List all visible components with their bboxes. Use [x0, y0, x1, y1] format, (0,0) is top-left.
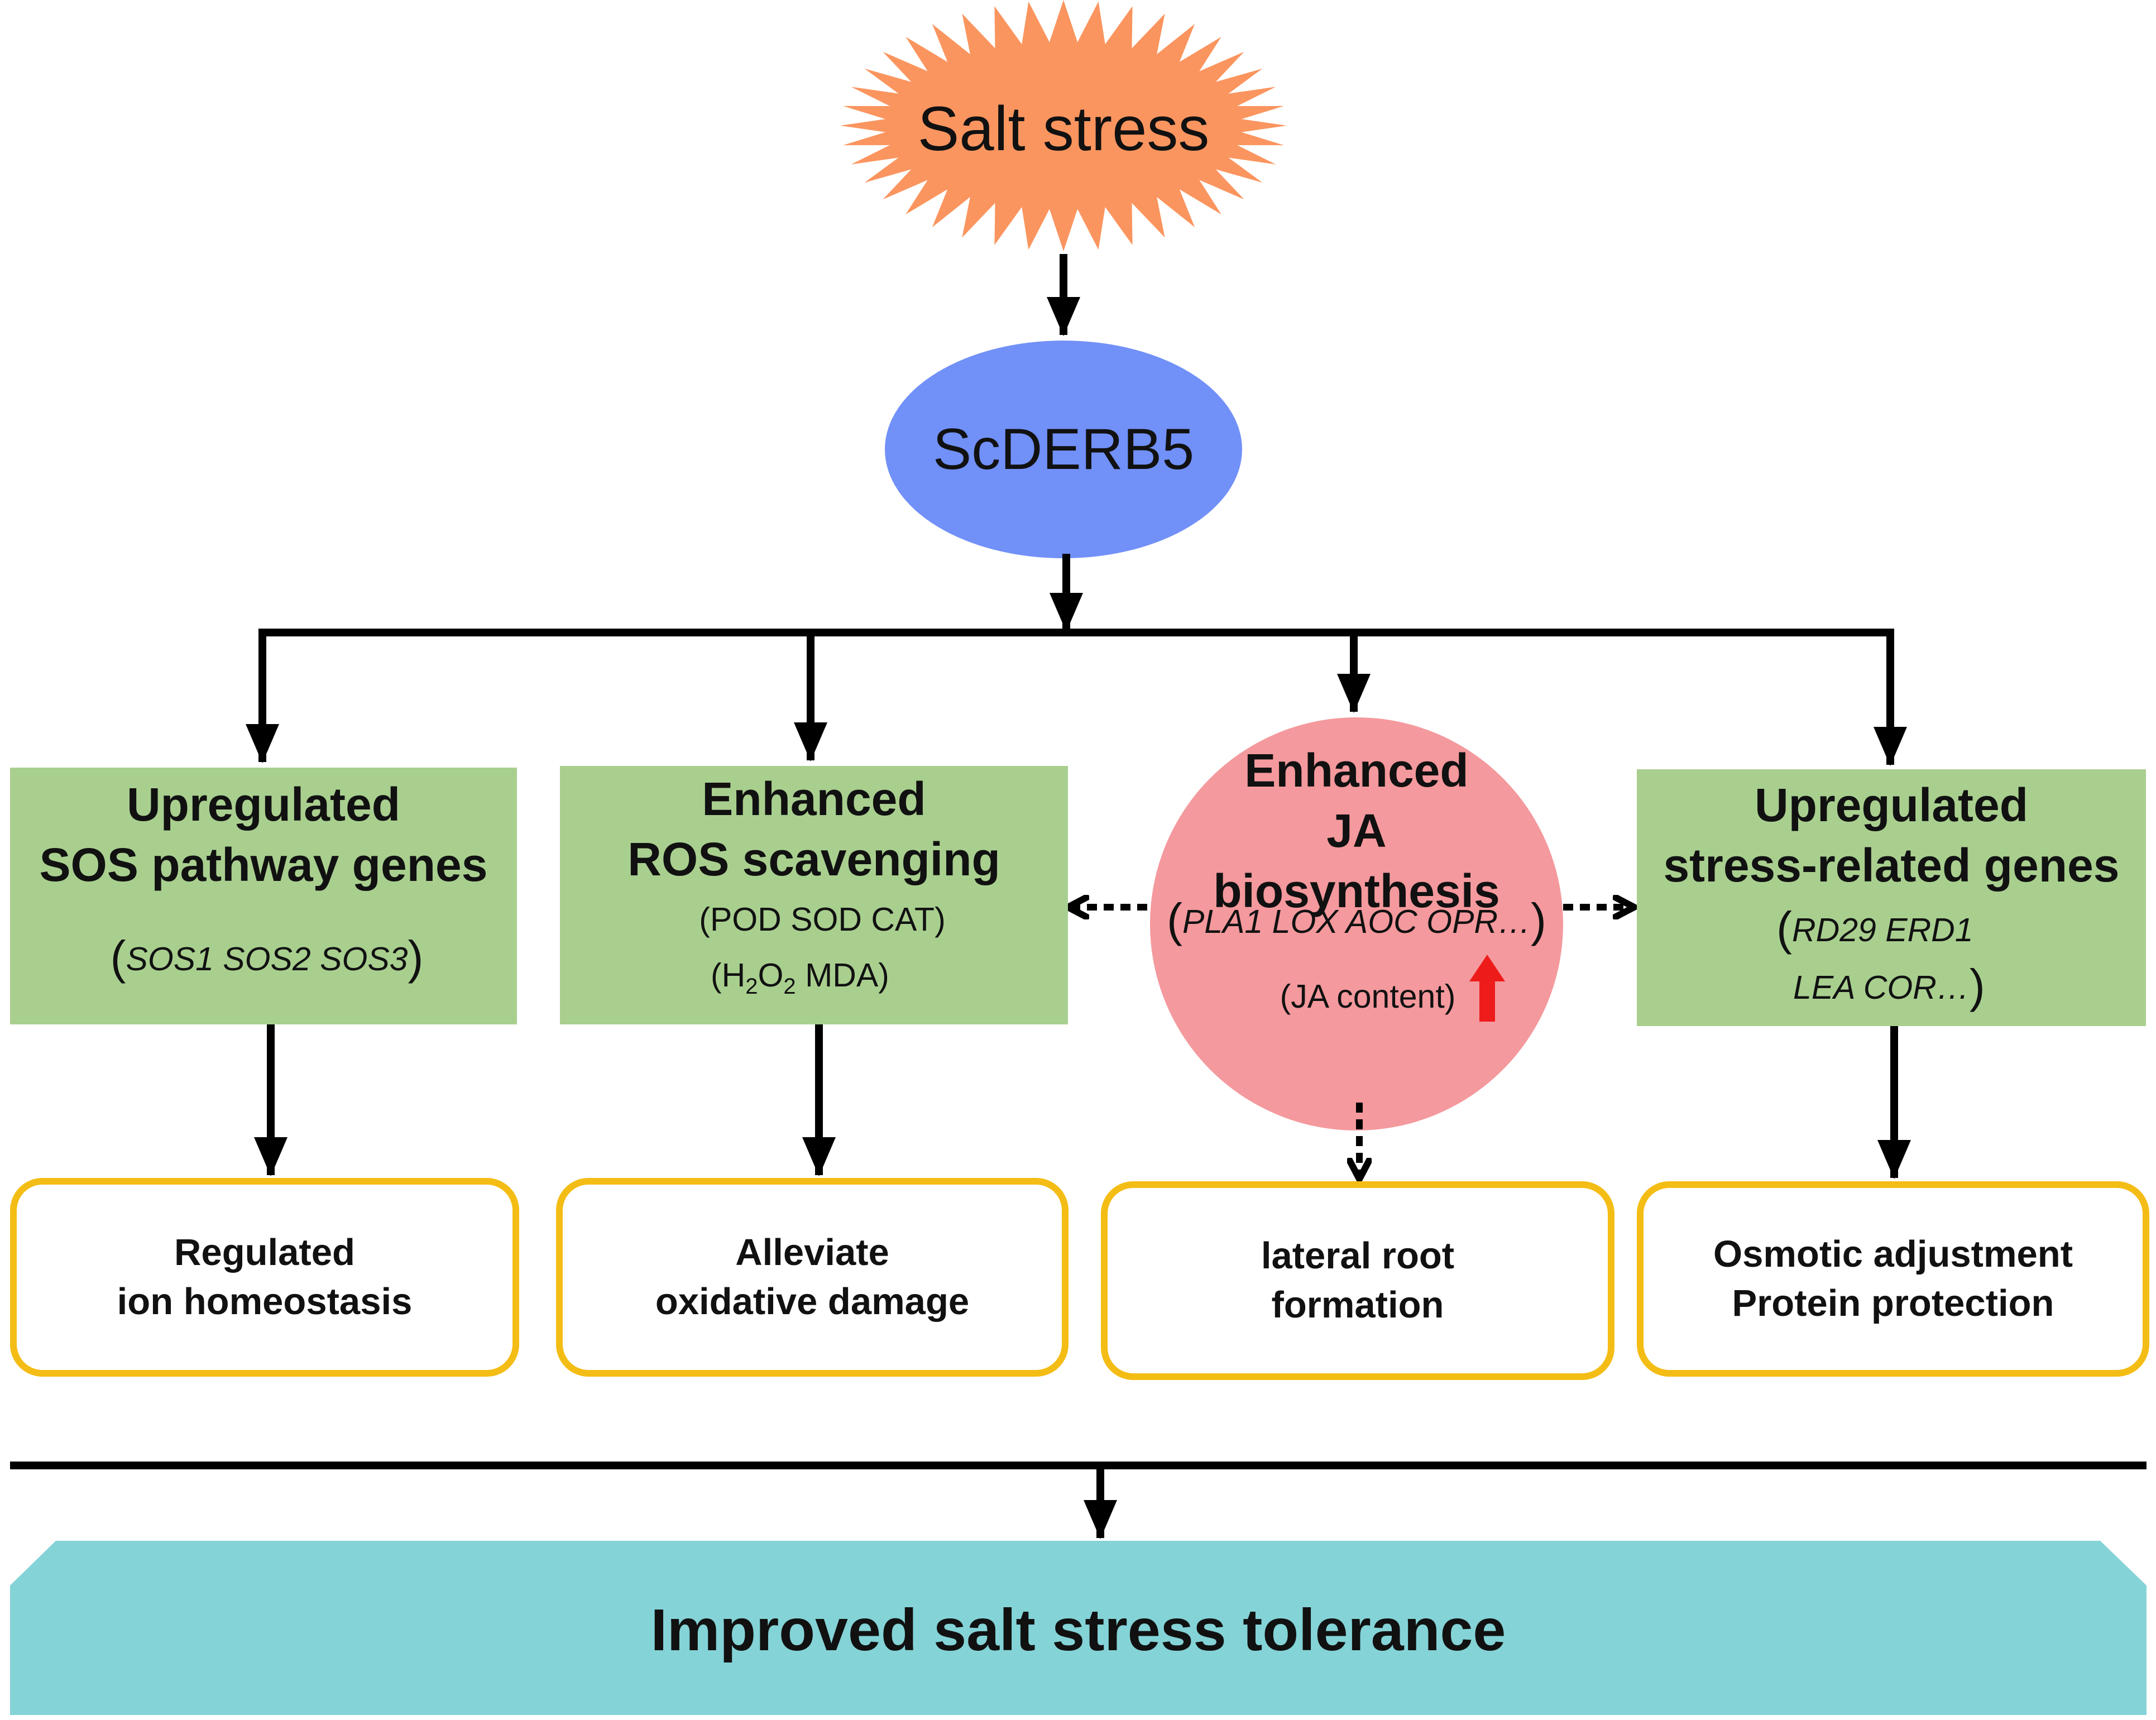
ja-content: (JA content) [1280, 978, 1456, 1015]
up-arrow-icon [1469, 955, 1505, 1022]
ja-biosynthesis-title: Enhanced JA biosynthesis [1178, 744, 1535, 917]
outcome-line: Osmotic adjustment [1713, 1233, 2073, 1275]
outcome-ion-homeostasis: Regulated ion homeostasis [10, 1178, 519, 1377]
sos-pathway-title: Upregulated SOS pathway genes [10, 774, 517, 895]
title-line: SOS pathway genes [39, 839, 488, 891]
title-line: Enhanced [702, 773, 926, 825]
outcome-line: lateral root [1261, 1235, 1455, 1277]
scderb5-label: ScDERB5 [932, 416, 1195, 482]
sos-genes: (SOS1 SOS2 SOS3) [110, 931, 424, 984]
outcome-line: Alleviate [735, 1232, 889, 1273]
ros-enzymes: (POD SOD CAT) [699, 901, 946, 938]
outcome-line: oxidative damage [655, 1281, 970, 1323]
ja-genes: (PLA1 LOX AOC OPR…) [1166, 894, 1547, 946]
stress-genes-title: Upregulated stress-related genes [1637, 775, 2146, 895]
outcome-line: Regulated [174, 1232, 355, 1273]
sos-pathway-box: Upregulated SOS pathway genes (SOS1 SOS2… [10, 768, 517, 1024]
title-line: ROS scavenging [627, 833, 1000, 885]
ros-decreased: (H2O2 MDA) [711, 957, 889, 999]
result-banner-shape [10, 1541, 2147, 1715]
outcome-osmotic-protein: Osmotic adjustment Protein protection [1637, 1181, 2149, 1377]
result-label: Improved salt stress tolerance [650, 1597, 1506, 1663]
stress-genes-line2: LEA COR…) [1793, 960, 1985, 1012]
outcome-oxidative-damage: Alleviate oxidative damage [556, 1178, 1069, 1377]
ros-scavenging-title: Enhanced ROS scavenging [560, 769, 1068, 889]
outcome-line: Protein protection [1732, 1282, 2054, 1324]
title-line: Upregulated [1754, 779, 2029, 831]
scderb5-ellipse [885, 341, 1242, 558]
stress-genes-line1: (RD29 ERD1 [1776, 902, 1973, 955]
ja-circle [1150, 717, 1563, 1130]
outcome-lateral-root: lateral root formation [1101, 1181, 1614, 1380]
outcome-line: ion homeostasis [117, 1281, 413, 1323]
salt-stress-starburst [840, 0, 1287, 251]
ros-enzyme-list: POD SOD CAT [710, 901, 935, 938]
outcome-line: formation [1271, 1284, 1444, 1326]
ja-gene-list: PLA1 LOX AOC OPR… [1182, 903, 1531, 940]
title-line: stress-related genes [1663, 839, 2120, 892]
stress-genes-box: Upregulated stress-related genes (RD29 E… [1637, 769, 2146, 1026]
starburst-shape [840, 0, 1287, 251]
sos-gene-list: SOS1 SOS2 SOS3 [126, 941, 408, 978]
title-line: Enhanced [1244, 744, 1469, 797]
title-line: Upregulated [126, 778, 401, 831]
title-line: JA biosynthesis [1213, 804, 1500, 917]
salt-stress-label: Salt stress [917, 93, 1210, 164]
ros-scavenging-box: Enhanced ROS scavenging (POD SOD CAT) (H… [560, 766, 1068, 1024]
